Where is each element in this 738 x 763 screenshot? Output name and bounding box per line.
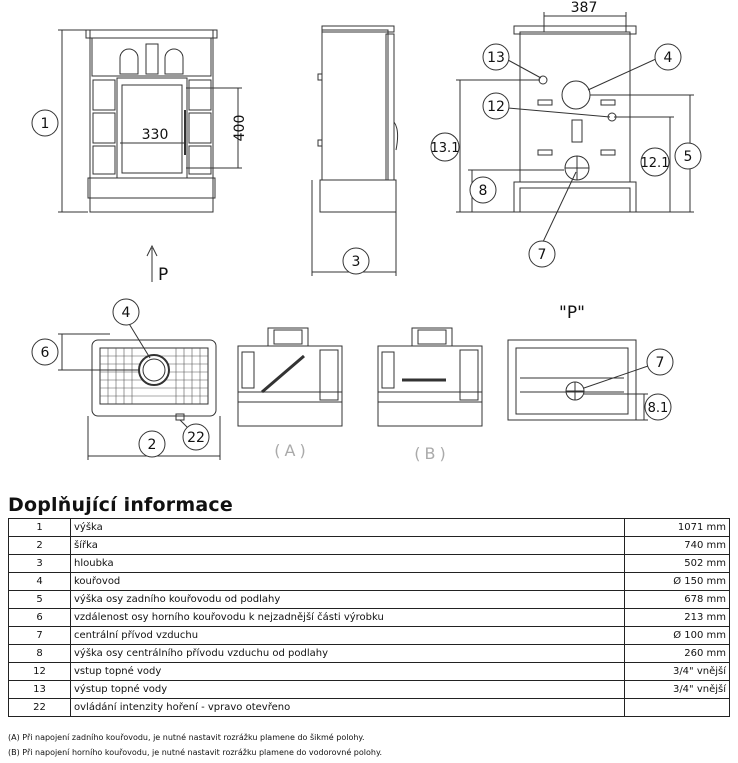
callout-4-top: 4 — [122, 305, 131, 321]
callout-7-p: 7 — [656, 355, 665, 371]
technical-drawing: 1 3 13 4 12 13.1 8 12.1 5 7 4 6 2 22 7 8… — [31, 0, 702, 463]
callout-2: 2 — [148, 437, 157, 453]
callout-22: 22 — [187, 430, 205, 446]
section-title: Doplňující informace — [8, 494, 233, 516]
footnotes: (A) Při napojení zadního kouřovodu, je n… — [8, 731, 382, 760]
view-p — [507, 339, 649, 421]
footnote-a: (A) Při napojení zadního kouřovodu, je n… — [8, 733, 365, 742]
callout-8: 8 — [479, 183, 488, 199]
dim-387: 387 — [571, 0, 598, 16]
callout-13: 13 — [487, 50, 505, 66]
callout-13-1: 13.1 — [431, 141, 460, 156]
callout-3: 3 — [352, 254, 361, 270]
callout-1: 1 — [41, 116, 50, 132]
arrow-p-label: P — [158, 265, 168, 285]
section-b-label: (B) — [414, 444, 449, 463]
callout-5: 5 — [684, 149, 693, 165]
section-a-view — [237, 327, 343, 427]
section-b-view — [377, 327, 483, 427]
dim-330: 330 — [142, 127, 169, 143]
callout-12-1: 12.1 — [641, 156, 670, 171]
dim-400: 400 — [232, 115, 248, 142]
side-view — [311, 25, 399, 276]
callout-6: 6 — [41, 345, 50, 361]
callout-7: 7 — [538, 247, 547, 263]
section-a-label: (A) — [274, 441, 309, 460]
callout-8-1: 8.1 — [648, 401, 669, 416]
top-view — [58, 321, 221, 460]
callout-4: 4 — [664, 50, 673, 66]
footnote-b: (B) Při napojení horního kouřovodu, je n… — [8, 747, 383, 757]
callout-labels: 1 3 13 4 12 13.1 8 12.1 5 7 4 6 2 22 7 8… — [41, 50, 693, 453]
view-p-label: "P" — [559, 303, 585, 323]
front-view — [58, 29, 242, 282]
back-view — [456, 12, 694, 245]
callout-12: 12 — [487, 99, 505, 115]
callout-circles — [31, 43, 702, 458]
